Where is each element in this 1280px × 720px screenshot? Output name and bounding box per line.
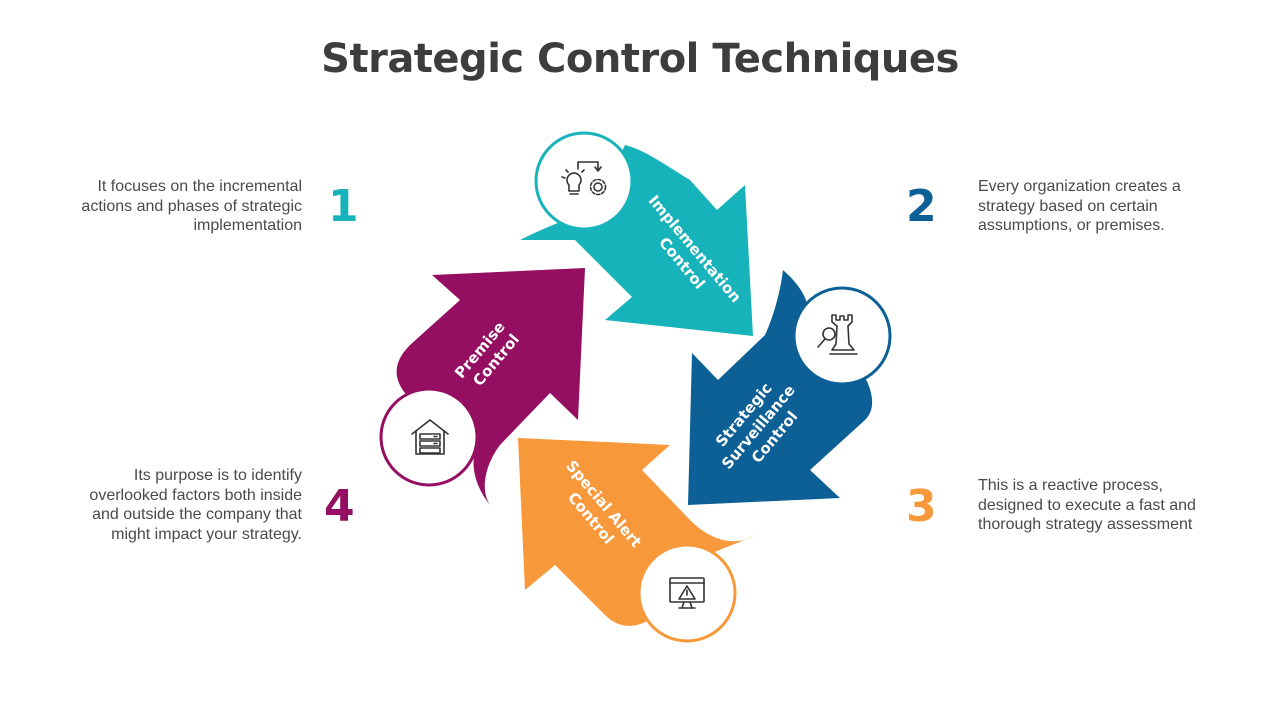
arrow-body — [520, 145, 753, 336]
step-4-description: Its purpose is to identify overlooked fa… — [40, 466, 302, 544]
step-1-number: 1 — [328, 181, 359, 232]
special-alert-control-arrow: Special Alert Control — [518, 438, 755, 626]
arrow-body — [396, 268, 585, 505]
arrow-body — [688, 270, 873, 505]
step-1-description-line: implementation — [193, 217, 303, 234]
strategic-surveillance-control-arrow: Strategic Surveillance Control — [688, 270, 873, 505]
step-2-description-line: strategy based on certain — [978, 197, 1158, 215]
step-4-description-line: might impact your strategy. — [111, 525, 302, 543]
step-3-number: 3 — [906, 481, 937, 532]
step-2-description-line: assumptions, or premises. — [978, 217, 1165, 234]
step-4-description-line: and outside the company that — [92, 506, 302, 523]
step-2-description: Every organization creates a strategy ba… — [978, 177, 1240, 236]
step-4-number: 4 — [324, 481, 355, 532]
idea-gear-icon — [534, 131, 634, 231]
step-1-description: It focuses on the incremental actions an… — [40, 177, 302, 236]
step-1-description-line: actions and phases of strategic — [81, 197, 302, 215]
step-2-description-line: Every organization creates a — [978, 178, 1181, 195]
house-server-icon — [379, 387, 479, 487]
premise-control-arrow: Premise Control — [396, 268, 585, 505]
step-3-description: This is a reactive process, designed to … — [978, 476, 1240, 535]
chess-magnifier-icon — [792, 286, 892, 386]
step-2-number: 2 — [906, 181, 937, 232]
step-4-description-line: overlooked factors both inside — [89, 486, 302, 504]
page-title: Strategic Control Techniques — [321, 36, 959, 82]
implementation-control-arrow: Implementation Control — [520, 145, 753, 336]
monitor-alert-icon — [637, 543, 737, 643]
arrow-body — [518, 438, 755, 626]
step-3-description-line: This is a reactive process, — [978, 477, 1163, 494]
step-3-description-line: thorough strategy assessment — [978, 516, 1193, 533]
step-1-description-line: It focuses on the incremental — [97, 178, 302, 195]
step-4-description-line: Its purpose is to identify — [133, 467, 302, 484]
step-3-description-line: designed to execute a fast and — [978, 496, 1196, 514]
